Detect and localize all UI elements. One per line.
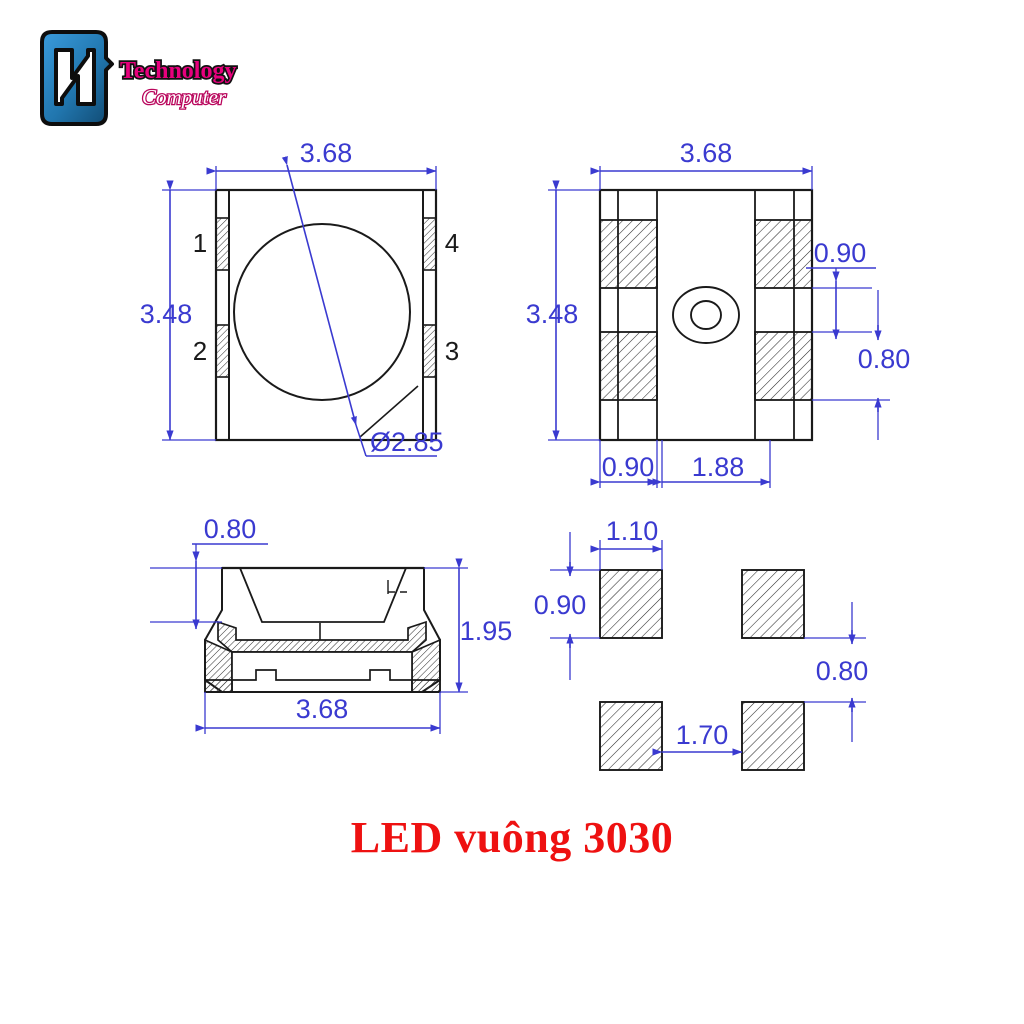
pad-top-left	[599, 569, 663, 639]
nt-monogram-icon	[40, 30, 114, 126]
dimension-label-dia-2-85: Ø2.85	[370, 427, 444, 457]
dimension-0-90-bottom: 0.90	[590, 440, 658, 488]
brand-wordmark: Technology Computer	[118, 56, 238, 110]
dimension-dia-2-85: Ø2.85	[281, 155, 444, 457]
side-section-view: 0.80 1.95 3.68	[150, 514, 512, 734]
pad-bottom-left	[599, 701, 663, 771]
top-view: 1 2 3 4 3.68 3.48 Ø2	[140, 140, 460, 457]
dimension-3-48-top-view: 3.48	[140, 180, 216, 441]
technical-drawing: 1 2 3 4 3.68 3.48 Ø2	[140, 140, 910, 771]
dimension-label-1-95-c: 1.95	[460, 616, 513, 646]
pad-layout-view: 1.10 0.90 0.80	[534, 516, 868, 771]
pin-label-3: 3	[445, 336, 459, 366]
dimension-label-0-90-r: 0.90	[814, 238, 867, 268]
dimension-1-70-pad: 1.70	[652, 720, 743, 756]
dimension-1-95-side: 1.95	[424, 558, 513, 693]
dimension-label-3-68-c: 3.68	[296, 694, 349, 724]
dimension-3-68-side: 3.68	[195, 692, 441, 734]
pin-label-4: 4	[445, 228, 459, 258]
dimension-0-80-right: 0.80	[812, 290, 910, 440]
dimension-label-3-48-b: 3.48	[526, 299, 579, 329]
bottom-view: 3.68 3.48 0.90	[526, 140, 910, 488]
dimension-label-0-90-d: 0.90	[534, 590, 587, 620]
pad-bottom-right	[741, 701, 805, 771]
dimension-1-88-bottom: 1.88	[652, 440, 771, 488]
dimension-label-0-80-r: 0.80	[858, 344, 911, 374]
dimension-label-0-80-d: 0.80	[816, 656, 869, 686]
pin-label-1: 1	[193, 228, 207, 258]
dimension-label-3-68-a: 3.68	[300, 140, 353, 168]
dimension-0-80-pad: 0.80	[804, 602, 868, 742]
dimension-0-90-right: 0.90	[806, 238, 876, 340]
dimension-label-1-70-d: 1.70	[676, 720, 729, 750]
dimension-label-3-48-a: 3.48	[140, 299, 193, 329]
dimension-0-80-side: 0.80	[150, 514, 268, 630]
dimension-label-0-90-b: 0.90	[602, 452, 655, 482]
page-title: LED vuông 3030	[350, 813, 674, 862]
dimension-1-10-pad: 1.10	[590, 516, 663, 570]
pin-label-2: 2	[193, 336, 207, 366]
pad-top-right	[741, 569, 805, 639]
brand-logo: Technology Computer	[34, 24, 238, 134]
dimension-3-48-bottom-view: 3.48	[526, 180, 600, 441]
dimension-label-1-10-d: 1.10	[606, 516, 659, 546]
dimension-3-68-top-view: 3.68	[206, 140, 437, 190]
dimension-label-1-88-b: 1.88	[692, 452, 745, 482]
dimension-label-3-68-b: 3.68	[680, 140, 733, 168]
dimension-0-90-pad: 0.90	[534, 532, 600, 680]
dimension-label-0-80-c: 0.80	[204, 514, 257, 544]
dimension-3-68-bottom-view: 3.68	[590, 140, 813, 190]
brand-primary-text: Technology	[120, 58, 236, 84]
brand-secondary-text: Computer	[142, 85, 227, 109]
